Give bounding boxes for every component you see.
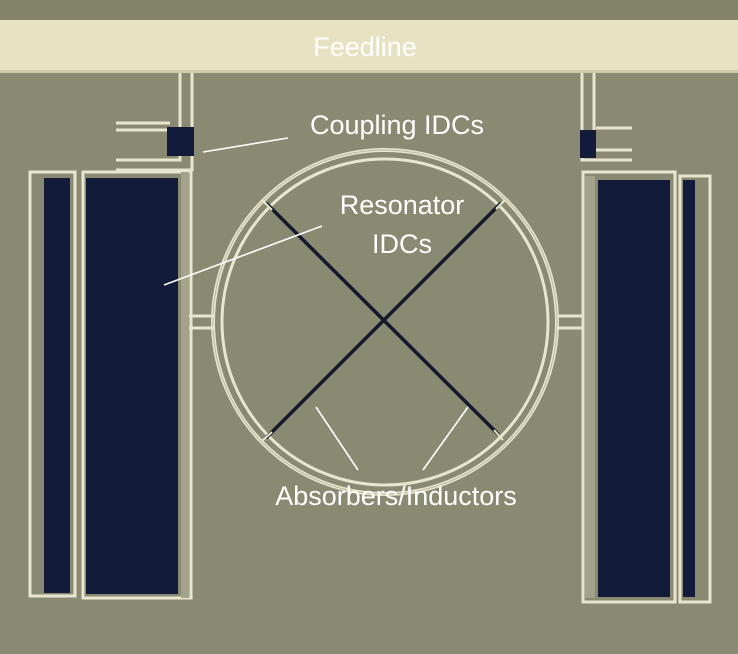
absorber-pointer-left (315, 406, 359, 471)
absorbers-inductors-label: Absorbers/Inductors (275, 481, 517, 511)
absorber-lines (265, 202, 502, 439)
resonator-idcs-label-line1: Resonator (340, 190, 465, 220)
right-resonator-idc (581, 170, 712, 604)
coupling-idcs-label: Coupling IDCs (310, 110, 484, 140)
feedline (0, 0, 738, 73)
feedline-label: Feedline (313, 32, 417, 62)
absorber-pointer-right (422, 406, 469, 471)
resonator-pointer (163, 225, 323, 286)
absorber-line-caps (261, 199, 506, 442)
annotation-pointers (163, 137, 469, 471)
right-ring-connector (557, 314, 583, 330)
right-coupling-idc (580, 130, 596, 158)
left-resonator-idc (28, 170, 193, 600)
coupling-pointer (202, 137, 289, 153)
inductor-ring (211, 148, 559, 496)
left-coupling-structure (116, 73, 194, 172)
left-ring-connector (189, 314, 214, 330)
resonator-idcs-label-line2: IDCs (372, 229, 432, 259)
left-coupling-idc (167, 127, 194, 156)
